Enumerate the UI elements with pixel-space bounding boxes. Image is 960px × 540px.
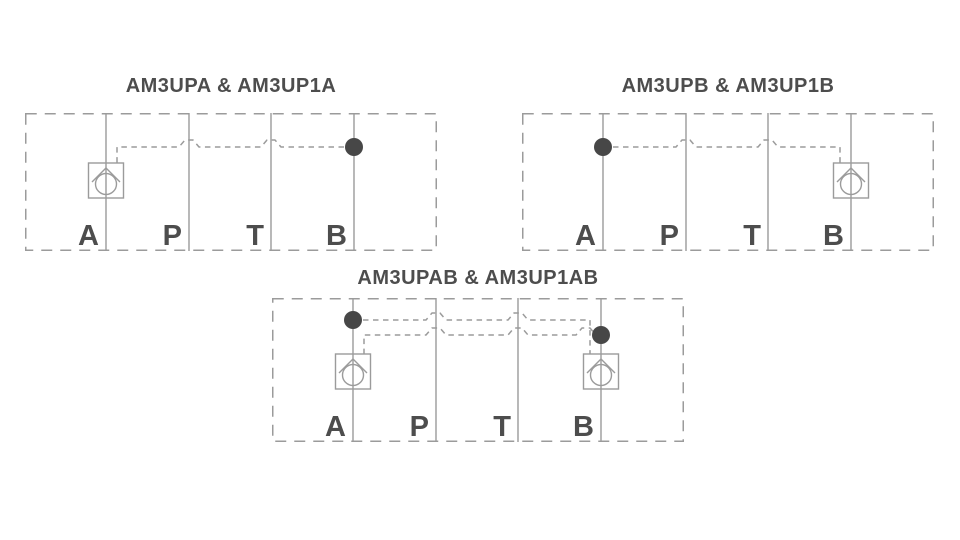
port-label: T (743, 220, 761, 251)
module-outline-dashed (272, 298, 684, 442)
pilot-line-dashed (353, 312, 591, 354)
port-label: P (163, 220, 182, 251)
check-valve-icon (334, 353, 372, 390)
junction-dot (594, 138, 612, 156)
diagram-am3upab: AM3UPAB & AM3UP1AB A P T B (272, 266, 684, 442)
port-label: B (326, 220, 347, 251)
junction-dot (344, 311, 362, 329)
diagram-title: AM3UPA & AM3UP1A (125, 75, 337, 97)
port-label: P (660, 220, 679, 251)
check-valve-icon (582, 353, 620, 390)
pilot-line-dashed (603, 139, 841, 163)
pilot-line-dashed (116, 139, 354, 163)
module-outline-dashed (25, 113, 437, 251)
junction-dot (592, 326, 610, 344)
port-label: B (823, 220, 844, 251)
port-label: A (325, 411, 346, 442)
diagram-title: AM3UPB & AM3UP1B (621, 75, 835, 97)
check-valve-icon (832, 162, 870, 199)
port-label: T (246, 220, 264, 251)
diagram-am3upb: AM3UPB & AM3UP1B A P T B (522, 74, 934, 251)
module-outline-dashed (522, 113, 934, 251)
check-valve-icon (87, 162, 125, 199)
port-label: T (493, 411, 511, 442)
port-label: P (410, 411, 429, 442)
port-label: A (78, 220, 99, 251)
port-label: B (573, 411, 594, 442)
port-label: A (575, 220, 596, 251)
diagram-am3upa: AM3UPA & AM3UP1A A P T B (25, 74, 437, 251)
diagram-title: AM3UPAB & AM3UP1AB (357, 267, 599, 289)
junction-dot (345, 138, 363, 156)
pilot-line-dashed (363, 327, 601, 354)
